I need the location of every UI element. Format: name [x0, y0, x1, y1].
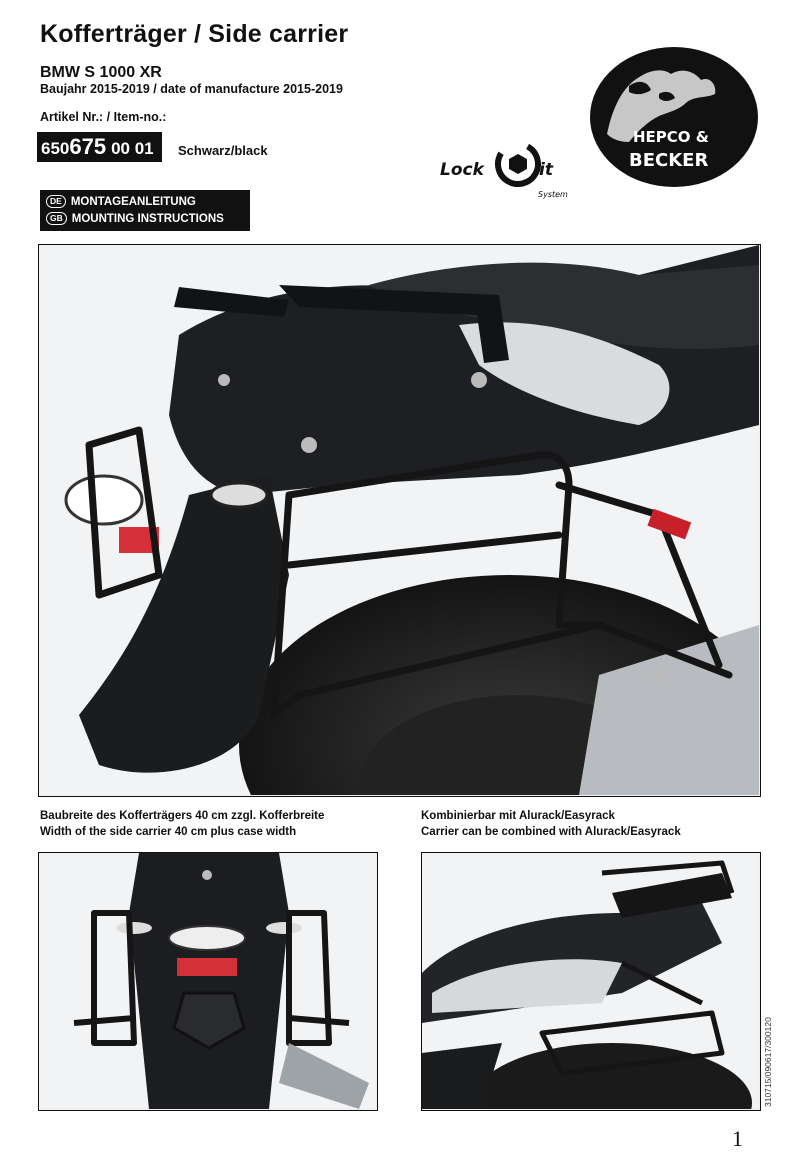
instructions-text-de: MONTAGEANLEITUNG [70, 195, 196, 208]
rack-combination-photo [421, 852, 761, 1111]
item-number-suffix: 00 01 [111, 139, 154, 158]
document-number-text: 310715/090617/300120 [763, 1017, 773, 1107]
item-number-prefix: 650 [41, 139, 70, 158]
brand-line-1: HEPCO & [633, 128, 709, 146]
page-number: 1 [732, 1126, 743, 1151]
lock-it-text-it: it [539, 160, 554, 180]
instructions-row-de: DE MONTAGEANLEITUNG [46, 193, 244, 210]
lock-it-logo: Lock it System [438, 134, 578, 204]
model-name: BMW S 1000 XR [40, 64, 162, 81]
item-number-label: Artikel Nr.: / Item-no.: [40, 110, 167, 124]
item-number-mid: 675 [69, 134, 107, 159]
manufacture-year: Baujahr 2015-2019 / date of manufacture … [40, 82, 343, 96]
page-title: Kofferträger / Side carrier [40, 20, 349, 48]
item-number-badge: 650 675 00 01 [37, 132, 162, 162]
rear-view-photo [38, 852, 378, 1111]
brand-line-2: BECKER [629, 150, 708, 171]
item-color: Schwarz/black [178, 143, 268, 158]
instructions-text-gb: MOUNTING INSTRUCTIONS [71, 212, 224, 225]
lock-it-text-system: System [538, 190, 568, 199]
instructions-row-gb: GB MOUNTING INSTRUCTIONS [46, 210, 244, 227]
lang-badge-gb: GB [46, 212, 67, 225]
lock-it-text-lock: Lock [440, 160, 486, 180]
main-product-photo [38, 244, 761, 797]
caption-combinable: Kombinierbar mit Alurack/Easyrack Carrie… [421, 808, 681, 840]
caption-width-de: Baubreite des Kofferträgers 40 cm zzgl. … [40, 810, 325, 822]
hepco-becker-logo: HEPCO & BECKER [589, 46, 759, 188]
mounting-instructions-box: DE MONTAGEANLEITUNG GB MOUNTING INSTRUCT… [40, 190, 250, 231]
caption-combinable-de: Kombinierbar mit Alurack/Easyrack [421, 810, 615, 822]
document-number: 310715/090617/300120 [763, 1015, 777, 1115]
lang-badge-de: DE [46, 195, 66, 208]
caption-width: Baubreite des Kofferträgers 40 cm zzgl. … [40, 808, 324, 840]
caption-width-en: Width of the side carrier 40 cm plus cas… [40, 826, 297, 838]
caption-combinable-en: Carrier can be combined with Alurack/Eas… [421, 826, 681, 838]
